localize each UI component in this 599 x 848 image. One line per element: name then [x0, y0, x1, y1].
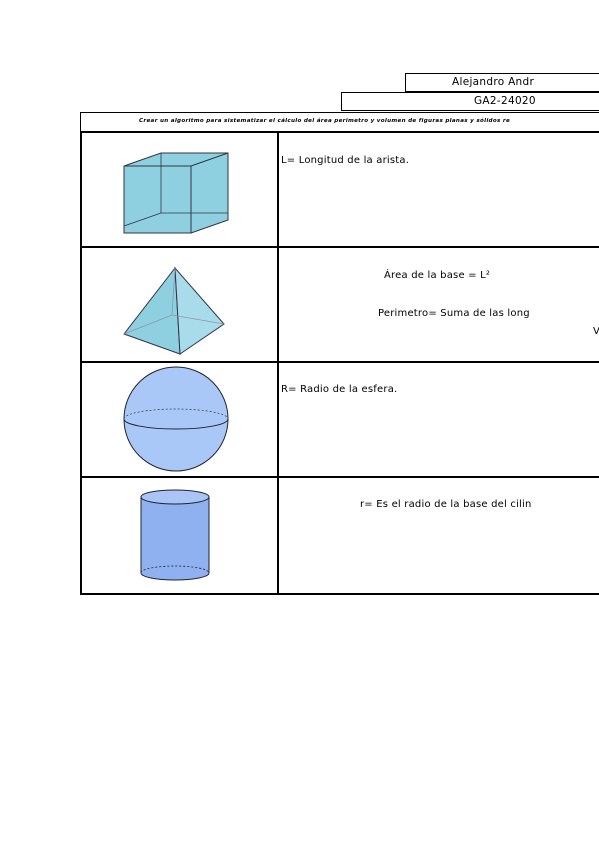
sphere-radius-definition: R= Radio de la esfera.	[281, 384, 398, 395]
course-code: GA2-24020	[474, 95, 536, 107]
cube-cell	[82, 133, 277, 246]
cylinder-radius-definition: r= Es el radio de la base del cilin	[360, 499, 532, 510]
row-divider	[82, 476, 599, 478]
pyramid-icon	[123, 266, 225, 355]
course-code-field: GA2-24020	[341, 92, 599, 111]
task-description: Crear un algoritmo para sistematizar el …	[139, 118, 511, 124]
sphere-cell	[82, 363, 277, 476]
author-name: Alejandro Andr	[452, 76, 535, 88]
author-name-field: Alejandro Andr	[405, 73, 599, 92]
row-divider	[82, 361, 599, 363]
pyramid-cell	[82, 248, 277, 361]
cylinder-cell	[82, 478, 277, 591]
cylinder-icon	[140, 489, 210, 581]
pyramid-base-area: Área de la base = L²	[384, 270, 491, 281]
task-description-field: Crear un algoritmo para sistematizar el …	[80, 112, 599, 132]
sphere-icon	[123, 366, 229, 472]
column-divider	[277, 133, 279, 593]
cube-edge-definition: L= Longitud de la arista.	[281, 155, 410, 166]
pyramid-volume-fragment: V	[593, 326, 599, 337]
pyramid-perimeter: Perimetro= Suma de las long	[378, 308, 530, 319]
row-divider	[82, 246, 599, 248]
figures-table: L= Longitud de la arista. Área de la bas…	[80, 131, 599, 595]
cube-icon	[123, 152, 229, 234]
